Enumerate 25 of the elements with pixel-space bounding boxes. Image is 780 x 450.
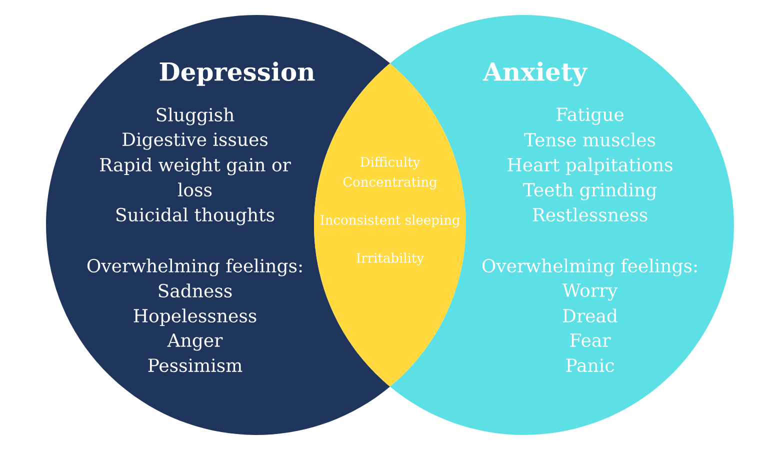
list-item: Fatigue (556, 108, 624, 125)
list-item: Anger (167, 334, 223, 351)
list-item: Difficulty Concentrating (343, 156, 437, 190)
list-item: Irritability (356, 252, 424, 266)
list-item: Sadness (158, 284, 232, 298)
list-item: Restlessness (532, 208, 648, 222)
list-item: Tense muscles (524, 132, 656, 147)
list-item: Overwhelming feelings: (87, 258, 302, 276)
list-item: Rapid weight gain or loss (100, 158, 291, 197)
overlap-region (314, 63, 466, 387)
list-item: Worry (562, 284, 618, 301)
list-item: Sluggish (156, 108, 234, 126)
list-item: Inconsistent sleeping (320, 214, 460, 228)
list-item: Heart palpitations (508, 158, 672, 176)
list-item: Suicidal thoughts (116, 208, 274, 226)
list-item: Digestive issues (122, 132, 268, 150)
list-item: Overwhelming feelings: (482, 258, 697, 276)
circle-heading: Anxiety (482, 62, 588, 86)
list-item: Pessimism (148, 358, 242, 372)
circle-heading: Depression (160, 62, 315, 86)
list-item: Panic (566, 358, 614, 372)
list-item: Hopelessness (134, 308, 256, 326)
list-item: Teeth grinding (523, 182, 657, 200)
list-item: Dread (563, 308, 618, 323)
list-item: Fear (570, 334, 611, 347)
